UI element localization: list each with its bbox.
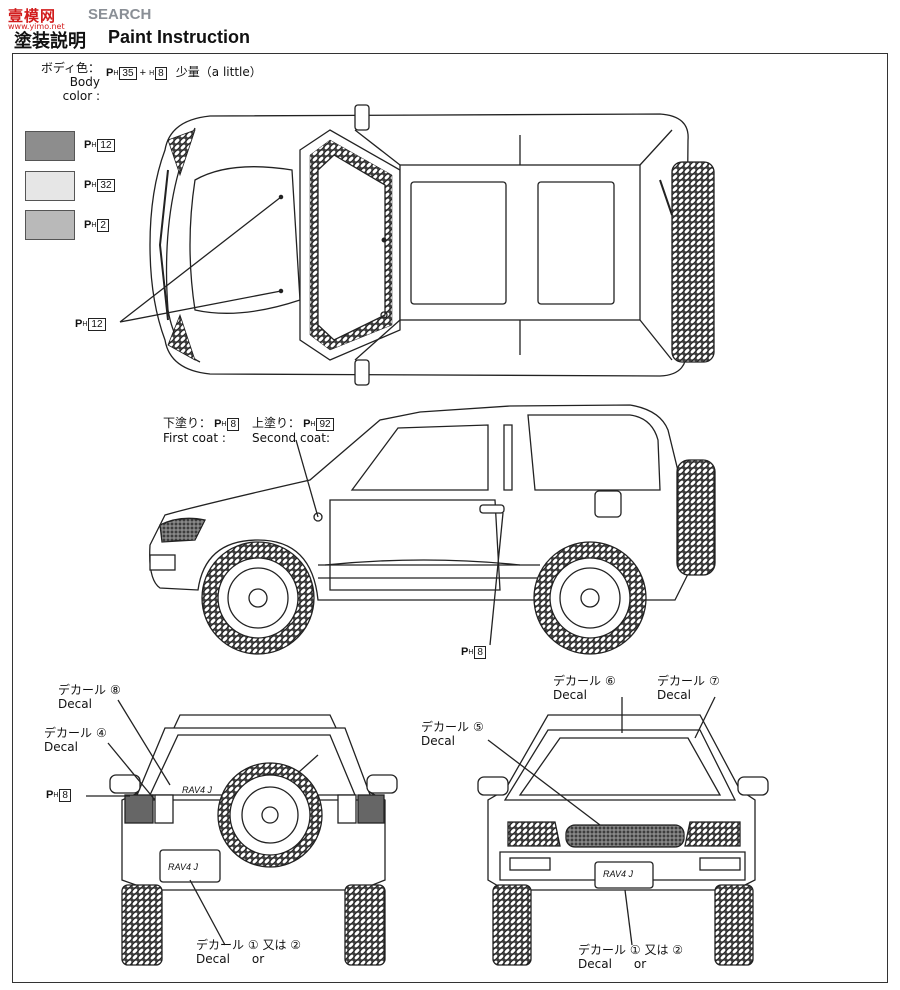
first-coat-jp: 下塗り： (163, 416, 212, 430)
swatch-1 (25, 131, 75, 161)
swatch-2 (25, 171, 75, 201)
first-coat-en: First coat : (163, 431, 226, 445)
front-plate-text: RAV4 J (603, 869, 634, 879)
first-coat-code: 8 (227, 418, 240, 431)
body-color-label: ボディ色： Body color : (40, 61, 100, 103)
rear-badge: RAV4 J (182, 785, 213, 795)
rear-plate-text: RAV4 J (168, 862, 199, 872)
body-color-code2: 8 (155, 67, 167, 80)
front-view (477, 696, 769, 966)
watermark-search-text: SEARCH (88, 6, 152, 23)
rear-view (86, 699, 398, 966)
body-color-label-jp: ボディ色： (40, 61, 100, 75)
second-coat-en: Second coat: (252, 431, 331, 445)
second-coat-code: 92 (316, 418, 334, 431)
page-title-jp: 塗装説明 (14, 31, 86, 52)
instruction-frame (12, 53, 888, 983)
second-coat-jp: 上塗り： (252, 416, 301, 430)
swatch-3 (25, 210, 75, 240)
body-color-note: 少量（a little） (175, 65, 262, 79)
body-color-code1: 35 (119, 67, 137, 80)
watermark-logo: 壹模网 (8, 7, 57, 25)
body-color-label-en: Body color : (62, 75, 100, 103)
page-title-en: Paint Instruction (108, 27, 251, 47)
watermark-logo-url: www.yimo.net (8, 22, 65, 31)
body-color-plus: + (139, 67, 147, 79)
top-view (119, 104, 715, 386)
side-view (149, 404, 716, 655)
